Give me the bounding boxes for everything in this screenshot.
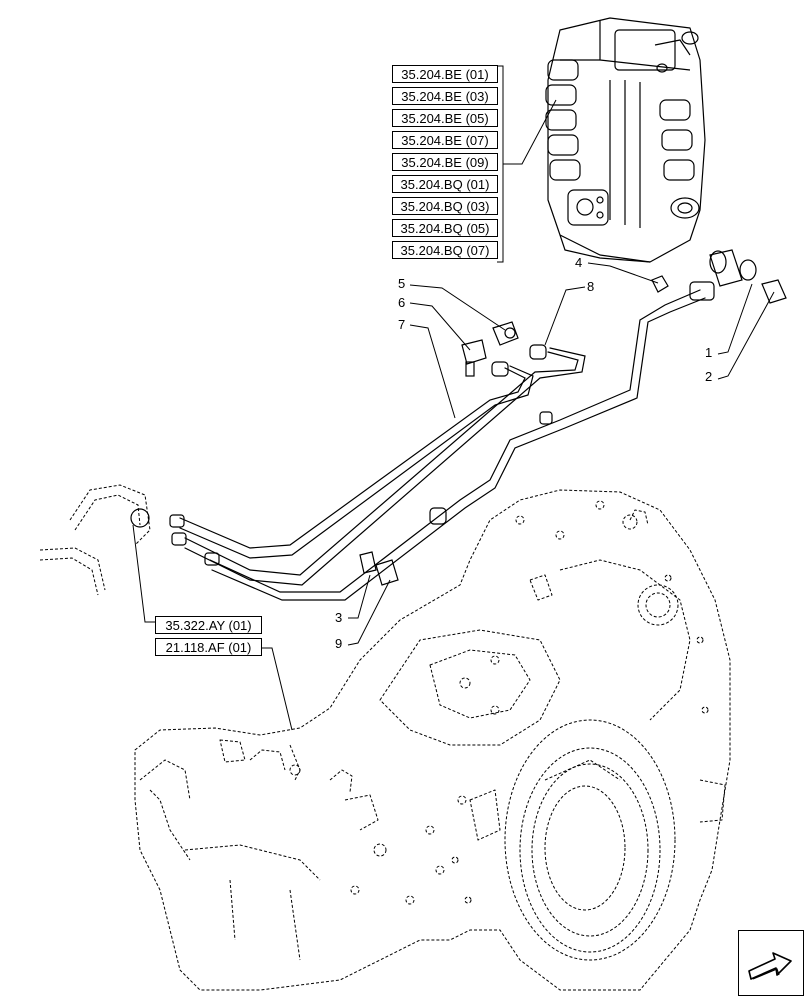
hose-fragment: [39, 484, 151, 596]
callout-2: 2: [705, 369, 713, 384]
ref-box-valve-3[interactable]: 35.204.BE (05): [392, 109, 498, 127]
arrow-icon: [748, 952, 792, 980]
callout-1: 1: [705, 345, 713, 360]
ref-box-valve-7[interactable]: 35.204.BQ (03): [392, 197, 498, 215]
ref-box-valve-1[interactable]: 35.204.BE (01): [392, 65, 498, 83]
fittings: [130, 249, 787, 586]
ref-box-valve-9[interactable]: 35.204.BQ (07): [392, 241, 498, 259]
ref-box-valve-5[interactable]: 35.204.BE (09): [392, 153, 498, 171]
ref-box-valve-2[interactable]: 35.204.BE (03): [392, 87, 498, 105]
next-page-button[interactable]: [738, 930, 804, 996]
callout-4: 4: [575, 255, 583, 270]
callout-5: 5: [398, 276, 406, 291]
ref-box-lower-2[interactable]: 21.118.AF (01): [155, 638, 262, 656]
control-valve-block: [545, 17, 706, 263]
ref-box-valve-4[interactable]: 35.204.BE (07): [392, 131, 498, 149]
hydraulic-pipes: [169, 281, 715, 601]
callout-6: 6: [398, 295, 406, 310]
callout-8: 8: [587, 279, 595, 294]
callout-9: 9: [335, 636, 343, 651]
ref-box-valve-8[interactable]: 35.204.BQ (05): [392, 219, 498, 237]
ref-box-lower-1[interactable]: 35.322.AY (01): [155, 616, 262, 634]
leader-lines: [132, 65, 775, 731]
transmission-housing: [134, 489, 731, 991]
callout-3: 3: [335, 610, 343, 625]
ref-box-valve-6[interactable]: 35.204.BQ (01): [392, 175, 498, 193]
callout-7: 7: [398, 317, 406, 332]
